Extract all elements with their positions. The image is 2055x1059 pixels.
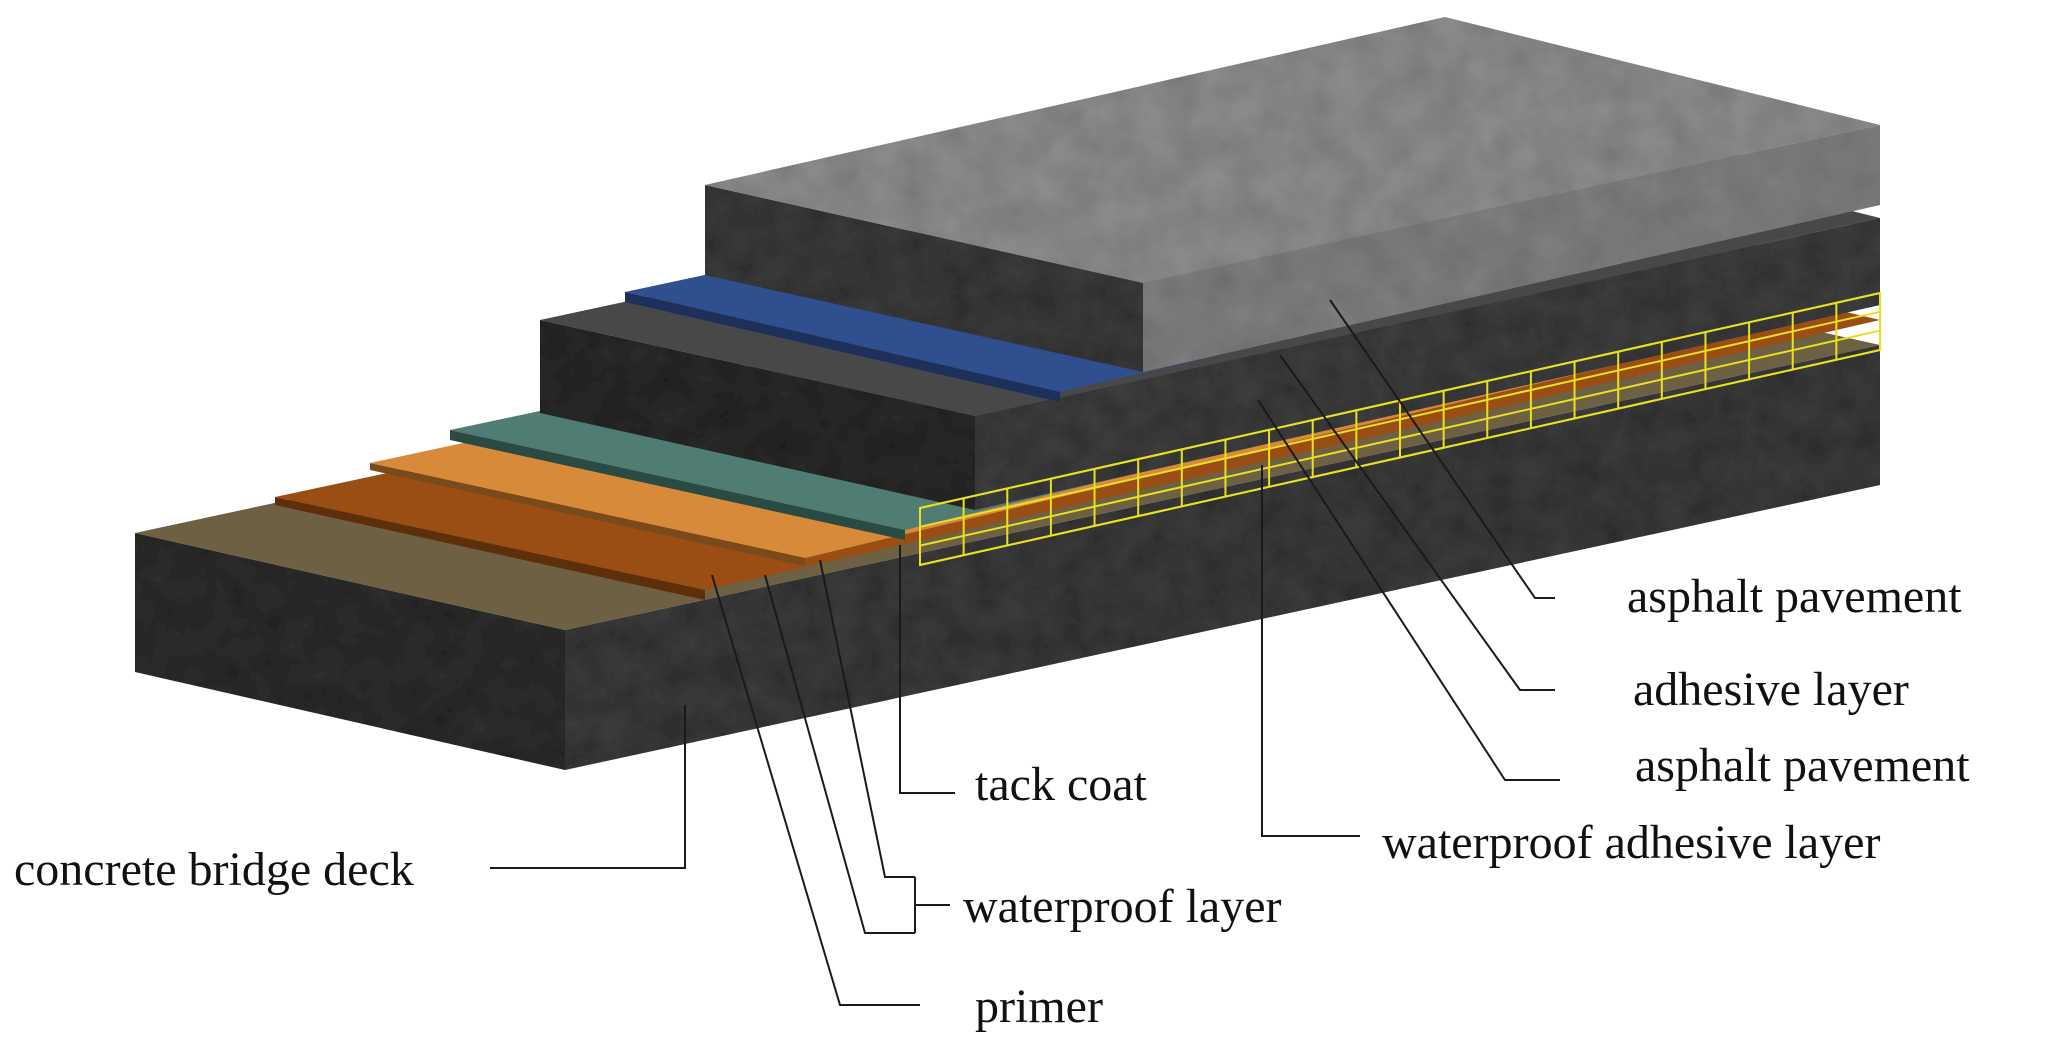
leader-adhesive-layer [1279, 354, 1555, 691]
tack-coat-edge [450, 430, 905, 540]
label-asphalt-pavement-lower: asphalt pavement [1635, 739, 1970, 792]
label-asphalt-pavement-top: asphalt pavement [1627, 570, 1962, 623]
asphalt-upper-top-face [705, 17, 1880, 283]
label-waterproof-adhesive-layer: waterproof adhesive layer [1382, 816, 1880, 869]
label-primer: primer [975, 980, 1103, 1033]
leader-waterproof-layer-a [819, 559, 915, 878]
leader-tack-coat [899, 545, 955, 794]
asphalt-upper-side-face [1143, 125, 1880, 372]
layer-labels: asphalt pavement adhesive layer asphalt … [14, 570, 1970, 1033]
leader-asphalt-pavement-lower [1257, 399, 1560, 781]
asphalt-upper-front-face [705, 185, 1143, 372]
asphalt-lower-front-face [540, 320, 975, 510]
asphalt-pavement-upper-block [705, 17, 1880, 372]
leader-waterproof-layer-b [764, 574, 915, 934]
label-waterproof-layer: waterproof layer [963, 880, 1282, 933]
leader-asphalt-pavement-top [1329, 299, 1555, 599]
adhesive-layer-edge [625, 292, 1060, 402]
waterproof-adhesive-grid-band [919, 291, 1881, 567]
leader-waterproof-adhesive-layer [1261, 465, 1360, 837]
concrete-deck-front-face [135, 533, 565, 770]
leader-lines [490, 299, 1560, 1006]
asphalt-lower-side-face [975, 218, 1880, 510]
leader-concrete-bridge-deck [490, 705, 686, 869]
label-tack-coat: tack coat [975, 758, 1148, 811]
label-adhesive-layer: adhesive layer [1633, 663, 1909, 716]
concrete-deck-side-face [565, 345, 1880, 770]
label-concrete-bridge-deck: concrete bridge deck [14, 843, 414, 896]
waterproof-layer-edge [370, 463, 805, 566]
leader-primer [711, 574, 920, 1006]
primer-strip-edge [275, 497, 705, 600]
